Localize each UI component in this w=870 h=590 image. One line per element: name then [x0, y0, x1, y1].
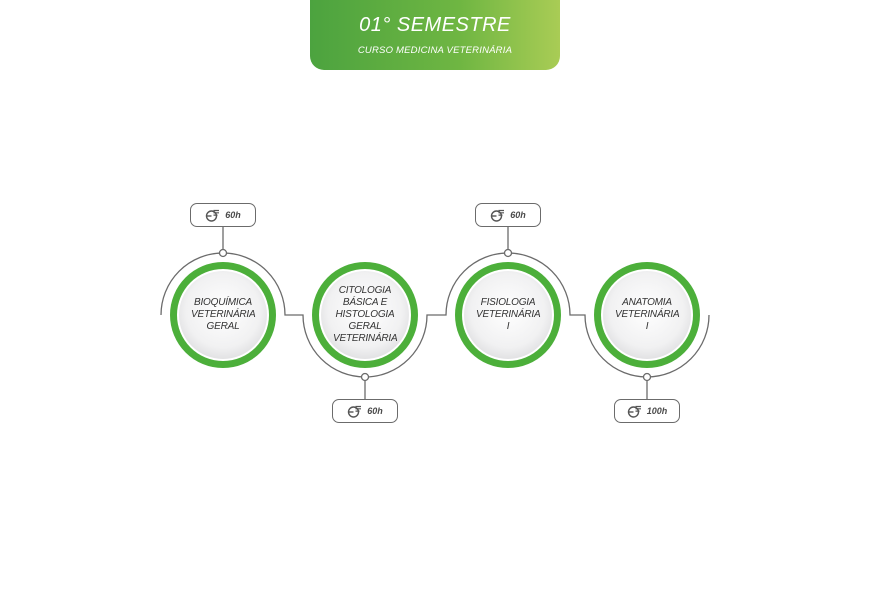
subject-name: BIOQUÍMICA VETERINÁRIA GERAL: [191, 297, 256, 332]
clock-icon: [206, 209, 220, 222]
subject-disc: [603, 271, 691, 359]
subject-node: ANATOMIA VETERINÁRIA I: [601, 269, 693, 361]
semester-header: 01° SEMESTRE CURSO MEDICINA VETERINÁRIA: [310, 0, 560, 70]
subject-name: CITOLOGIA BÁSICA E HISTOLOGIA GERAL VETE…: [333, 285, 398, 344]
hours-badge: 100h: [614, 399, 680, 423]
connector-dot: [218, 248, 228, 258]
connector-dot: [642, 372, 652, 382]
subject-name: FISIOLOGIA VETERINÁRIA I: [476, 297, 541, 332]
hours-value: 60h: [510, 210, 526, 220]
subject-name: ANATOMIA VETERINÁRIA I: [615, 297, 680, 332]
subject-disc: [321, 271, 409, 359]
semester-title: 01° SEMESTRE: [359, 14, 511, 36]
hours-badge: 60h: [475, 203, 541, 227]
hours-value: 100h: [646, 406, 668, 416]
subject-node: CITOLOGIA BÁSICA E HISTOLOGIA GERAL VETE…: [319, 269, 411, 361]
hours-value: 60h: [225, 210, 241, 220]
subject-disc: [179, 271, 267, 359]
subject-node: FISIOLOGIA VETERINÁRIA I: [462, 269, 554, 361]
hours-badge: 60h: [190, 203, 256, 227]
timeline-connector: [160, 252, 710, 378]
course-subtitle: CURSO MEDICINA VETERINÁRIA: [357, 45, 513, 56]
hours-value: 60h: [367, 406, 383, 416]
clock-icon: [491, 209, 505, 222]
connector-dot: [360, 372, 370, 382]
subject-node: BIOQUÍMICA VETERINÁRIA GERAL: [177, 269, 269, 361]
subject-disc: [464, 271, 552, 359]
clock-icon: [348, 405, 362, 418]
clock-icon: [627, 405, 641, 418]
hours-badge: 60h: [332, 399, 398, 423]
connector-dot: [503, 248, 513, 258]
